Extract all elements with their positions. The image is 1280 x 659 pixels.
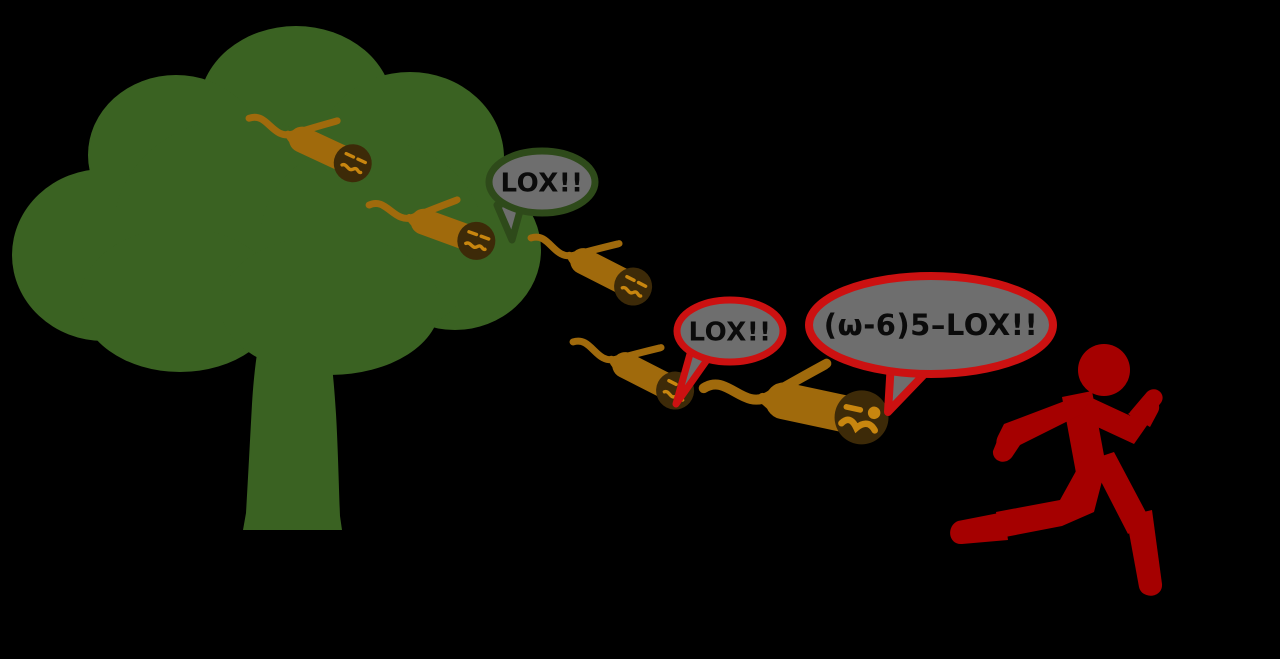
bubble-tree-text: LOX!!	[500, 169, 583, 199]
speech-bubble-icon: (ω-6)5–LOX!!	[805, 272, 1057, 416]
bubble-big-text: (ω-6)5–LOX!!	[824, 308, 1038, 342]
bubble-middle-text: LOX!!	[688, 318, 771, 348]
running-person-icon	[950, 344, 1163, 596]
speech-bubble-icon: LOX!!	[672, 296, 787, 408]
speech-bubble-icon: LOX!!	[485, 147, 599, 244]
